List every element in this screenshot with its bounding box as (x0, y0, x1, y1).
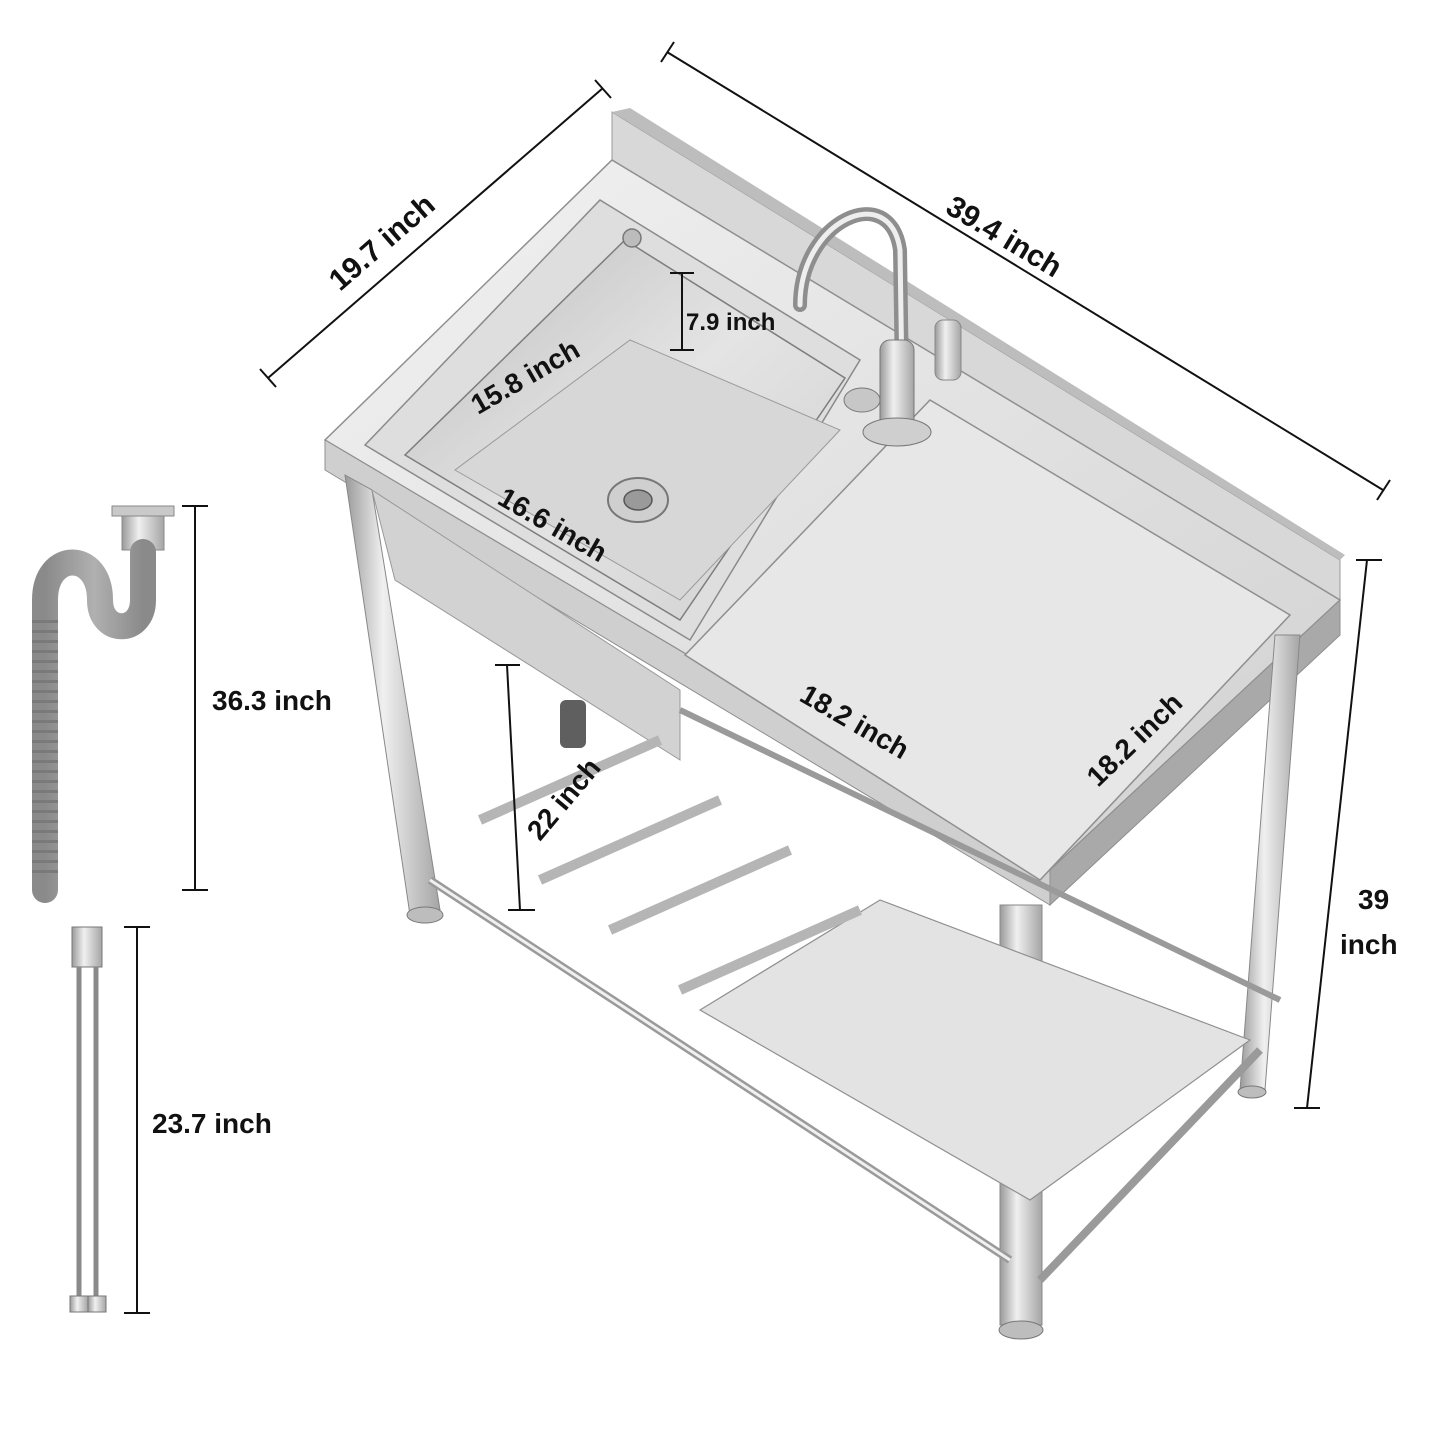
label-height-value: 39 (1358, 884, 1389, 915)
lower-shelf (427, 707, 1282, 1283)
sink-unit (323, 108, 1345, 1340)
drain-pipe-stub (560, 700, 586, 748)
label-height-unit: inch (1340, 929, 1398, 960)
drain-hose-accessory (32, 505, 175, 903)
dimension-lines (124, 41, 1391, 1314)
side-apron (1049, 598, 1341, 907)
drain (607, 477, 669, 523)
drainboard (683, 399, 1292, 881)
overflow-hole (622, 228, 642, 248)
soap-dispenser (934, 319, 962, 381)
faucet (793, 207, 932, 447)
label-supply-hose: 23.7 inch (152, 1108, 272, 1139)
label-basin-depth: 7.9 inch (686, 309, 775, 336)
label-drain-hose: 36.3 inch (212, 685, 332, 716)
supply-hoses-accessory (69, 926, 107, 1313)
label-width: 39.4 inch (940, 190, 1067, 284)
